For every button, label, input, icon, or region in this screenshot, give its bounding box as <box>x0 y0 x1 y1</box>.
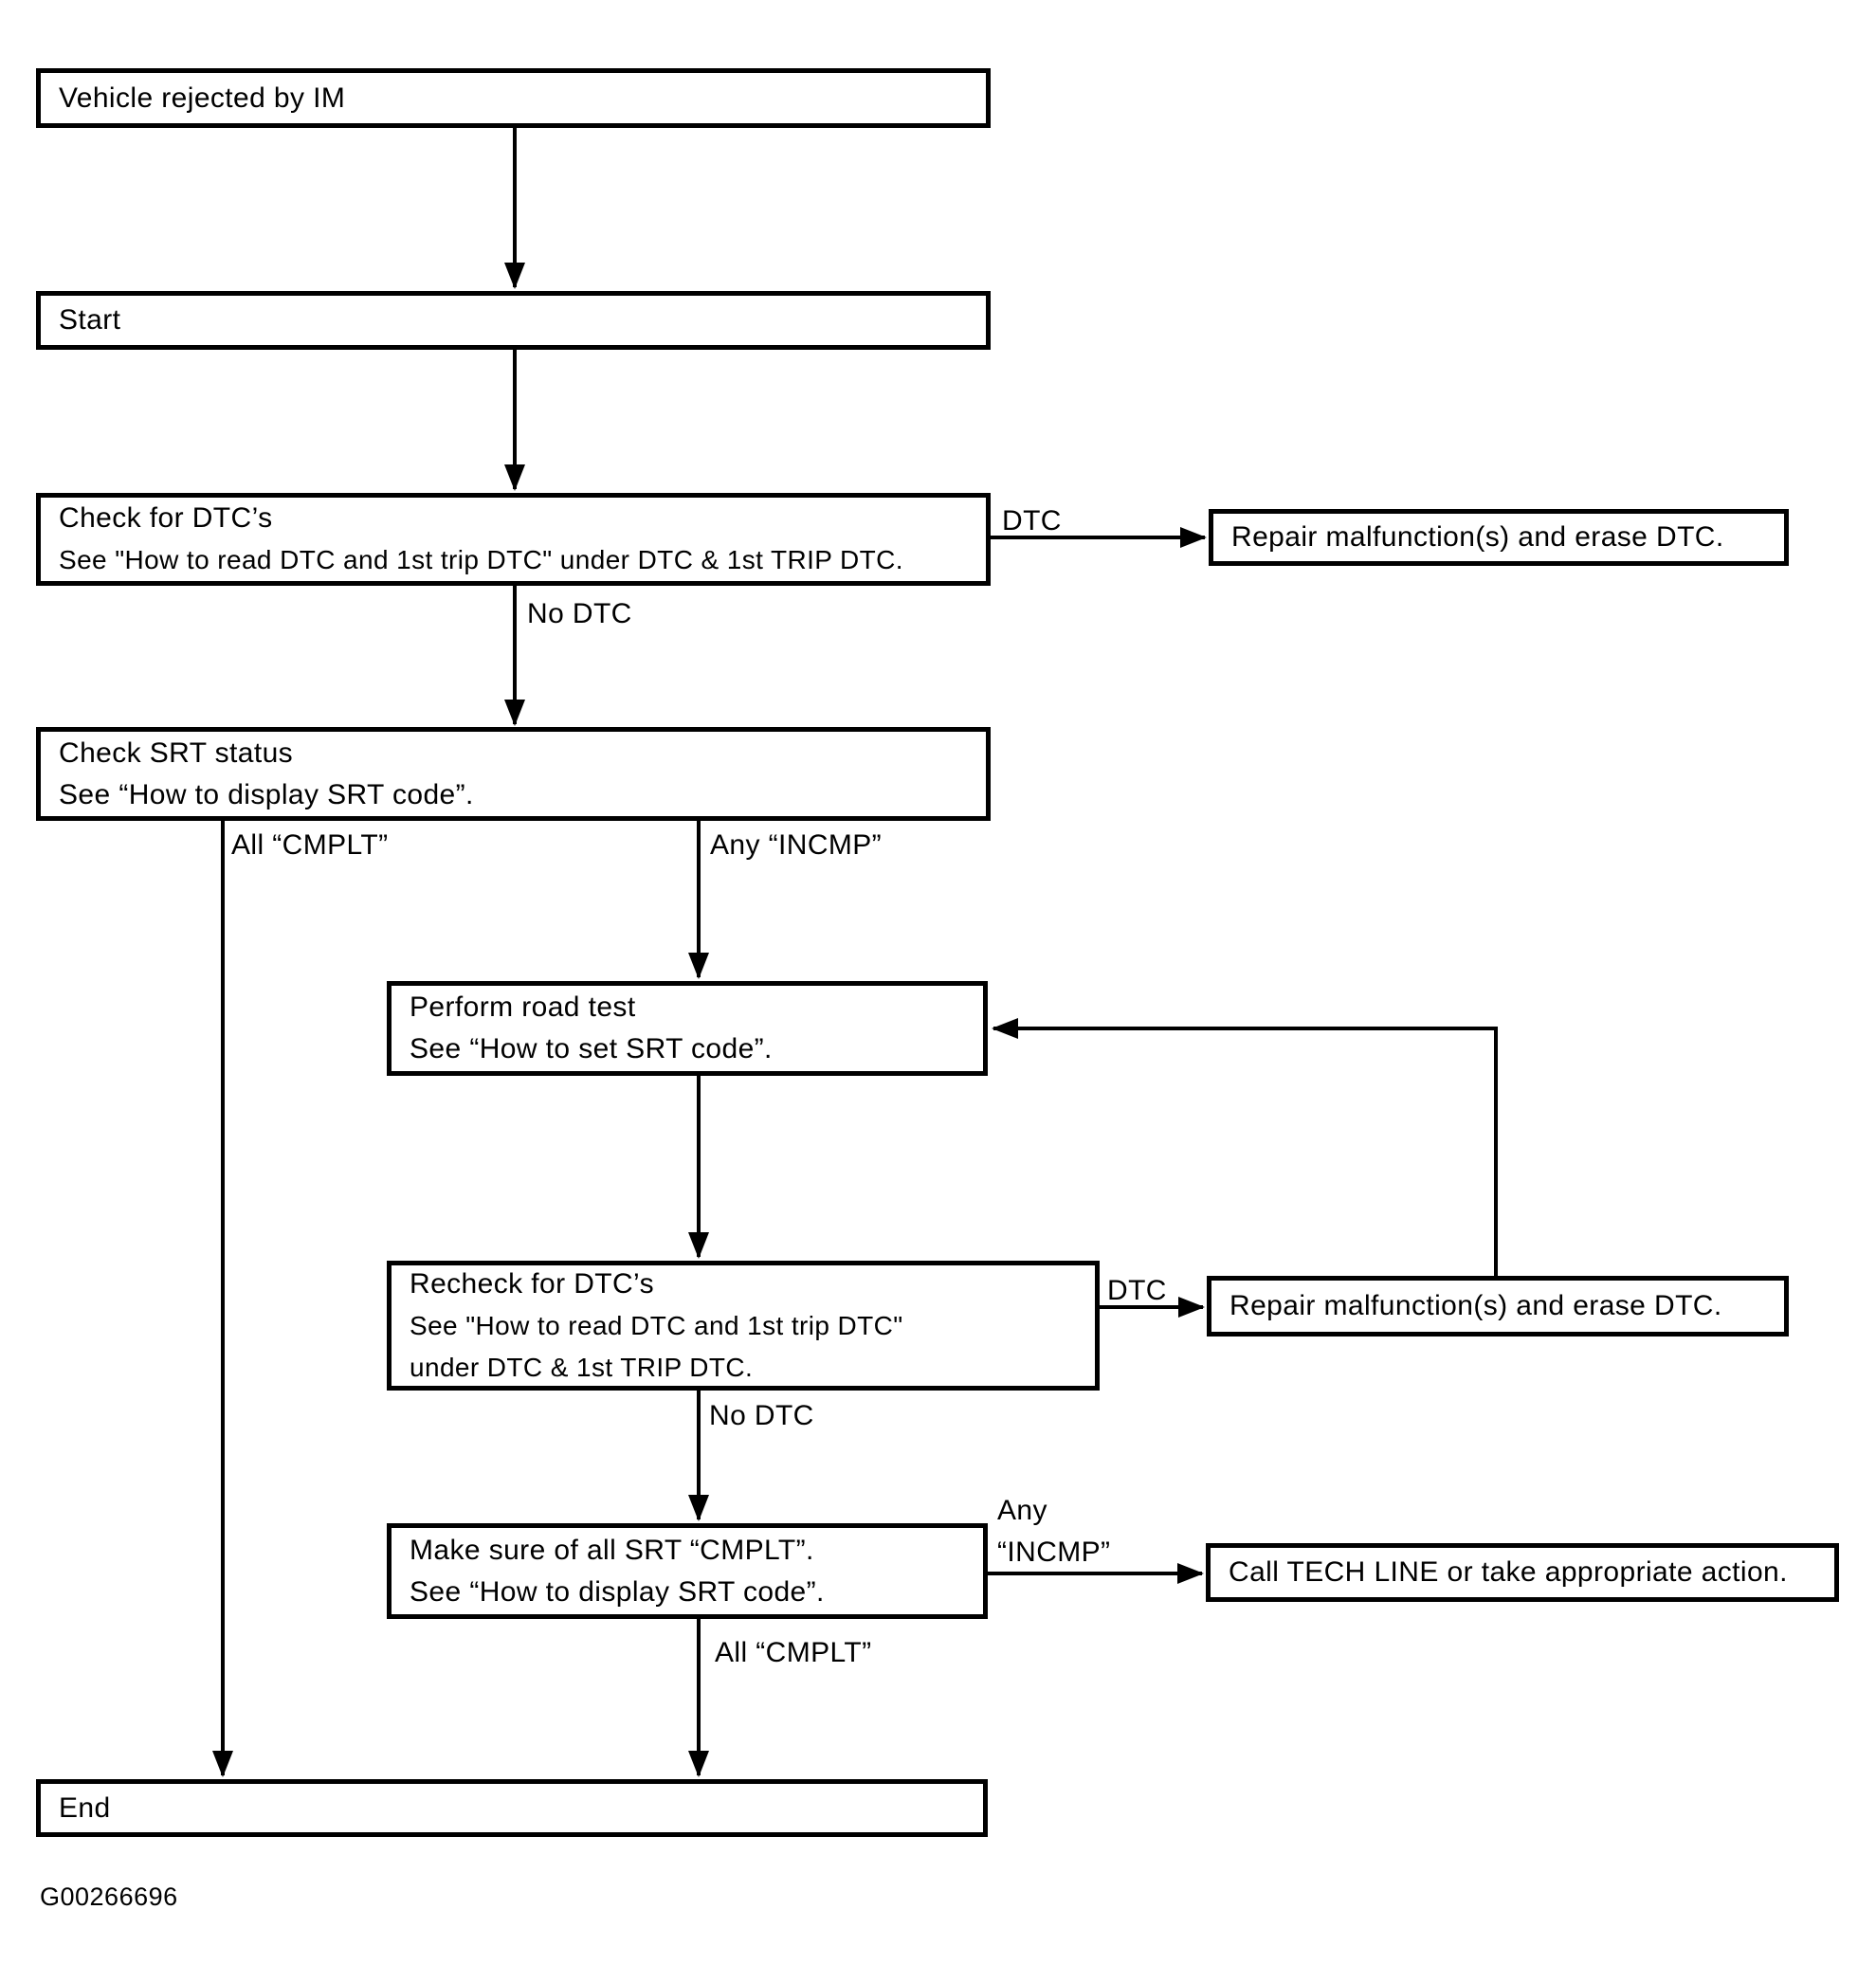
node-end: End <box>36 1779 988 1837</box>
node-recheck-dtc-line2: See "How to read DTC and 1st trip DTC" <box>410 1310 903 1340</box>
edge-label-any-incmp-2-line2: “INCMP” <box>997 1537 1111 1568</box>
node-start-text: Start <box>59 304 121 336</box>
node-make-sure-srt-line2: See “How to display SRT code”. <box>410 1575 825 1608</box>
node-vehicle-rejected-text: Vehicle rejected by IM <box>59 82 346 114</box>
edge-label-all-cmplt-2: All “CMPLT” <box>715 1637 872 1668</box>
node-recheck-dtc-line3: under DTC & 1st TRIP DTC. <box>410 1352 754 1382</box>
node-road-test-line2: See “How to set SRT code”. <box>410 1033 773 1064</box>
edge-label-dtc-1: DTC <box>1002 505 1062 536</box>
edge-label-any-incmp-2-line1: Any <box>997 1495 1047 1526</box>
figure-id: G00266696 <box>40 1882 178 1911</box>
node-make-sure-srt: Make sure of all SRT “CMPLT”. See “How t… <box>387 1523 988 1619</box>
node-check-dtc-line2: See "How to read DTC and 1st trip DTC" u… <box>59 545 903 574</box>
node-check-srt-line2: See “How to display SRT code”. <box>59 778 474 810</box>
node-road-test-line1: Perform road test <box>410 991 636 1023</box>
node-check-srt-line1: Check SRT status <box>59 736 294 769</box>
edge-label-no-dtc-2: No DTC <box>709 1400 814 1431</box>
edge-repair2-loop-to-roadtest <box>992 1018 1498 1276</box>
node-end-text: End <box>59 1791 111 1824</box>
node-make-sure-srt-line1: Make sure of all SRT “CMPLT”. <box>410 1534 814 1566</box>
edge-label-any-incmp-2: Any “INCMP” <box>997 1490 1110 1573</box>
node-repair-1-text: Repair malfunction(s) and erase DTC. <box>1231 521 1724 553</box>
node-start: Start <box>36 291 991 350</box>
node-repair-2-text: Repair malfunction(s) and erase DTC. <box>1229 1290 1722 1321</box>
node-check-dtc: Check for DTC’s See "How to read DTC and… <box>36 493 991 586</box>
edge-label-all-cmplt-1: All “CMPLT” <box>231 829 389 861</box>
node-road-test: Perform road test See “How to set SRT co… <box>387 981 988 1076</box>
node-call-tech-line: Call TECH LINE or take appropriate actio… <box>1206 1543 1839 1602</box>
edge-label-any-incmp-1: Any “INCMP” <box>710 829 883 861</box>
node-recheck-dtc: Recheck for DTC’s See "How to read DTC a… <box>387 1261 1100 1391</box>
edge-label-dtc-2: DTC <box>1107 1275 1167 1306</box>
node-repair-1: Repair malfunction(s) and erase DTC. <box>1209 509 1789 566</box>
node-call-tech-line-text: Call TECH LINE or take appropriate actio… <box>1229 1556 1788 1588</box>
node-recheck-dtc-line1: Recheck for DTC’s <box>410 1267 654 1300</box>
node-check-srt: Check SRT status See “How to display SRT… <box>36 727 991 821</box>
node-check-dtc-line1: Check for DTC’s <box>59 502 273 534</box>
node-repair-2: Repair malfunction(s) and erase DTC. <box>1207 1276 1789 1337</box>
node-vehicle-rejected: Vehicle rejected by IM <box>36 68 991 128</box>
edge-label-no-dtc-1: No DTC <box>527 598 632 629</box>
